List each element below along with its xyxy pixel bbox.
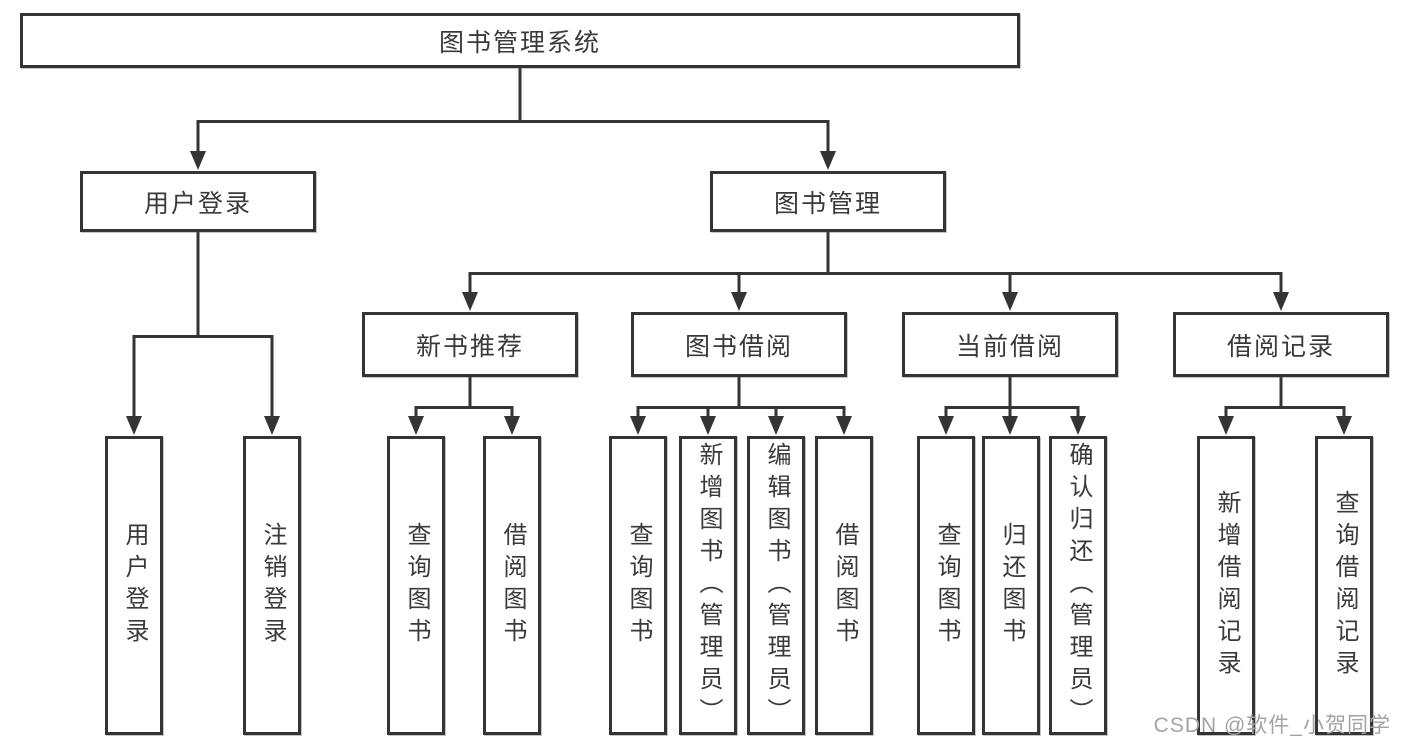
- csdn-watermark: CSDN @软件_小贺同学: [1153, 714, 1391, 737]
- arrow-down-icon: [504, 416, 520, 435]
- arrow-down-icon: [836, 416, 852, 435]
- leaf-query-books-current: 查询图书: [917, 436, 975, 735]
- leaf-borrow-books: 借阅图书: [815, 436, 873, 735]
- node-root-system: 图书管理系统: [20, 13, 1020, 68]
- arrow-down-icon: [190, 151, 206, 170]
- connector-records-split: [1224, 377, 1346, 418]
- leaf-logout: 注销登录: [243, 436, 301, 735]
- connector-current-split: [944, 377, 1080, 418]
- arrow-down-icon: [938, 416, 954, 435]
- node-book-management: 图书管理: [710, 171, 946, 232]
- arrow-down-icon: [768, 416, 784, 435]
- leaf-add-borrow-record: 新增借阅记录: [1197, 436, 1255, 735]
- leaf-edit-books-admin: 编辑图书（管理员）: [747, 436, 805, 735]
- arrow-down-icon: [700, 416, 716, 435]
- arrow-down-icon: [1070, 416, 1086, 435]
- leaf-confirm-return-admin: 确认归还（管理员）: [1049, 436, 1107, 735]
- leaf-borrow-books-recommend: 借阅图书: [483, 436, 541, 735]
- arrow-down-icon: [462, 292, 478, 311]
- leaf-user-login: 用户登录: [105, 436, 163, 735]
- connector-userlogin-split: [132, 231, 274, 418]
- node-borrow-records: 借阅记录: [1173, 312, 1389, 377]
- node-current-borrowing: 当前借阅: [902, 312, 1118, 377]
- arrow-down-icon: [264, 416, 280, 435]
- node-user-login: 用户登录: [80, 171, 316, 232]
- node-new-book-recommend: 新书推荐: [362, 312, 578, 377]
- node-book-borrowing: 图书借阅: [631, 312, 847, 377]
- leaf-query-borrow-record: 查询借阅记录: [1315, 436, 1373, 735]
- arrow-down-icon: [820, 151, 836, 170]
- arrow-down-icon: [408, 416, 424, 435]
- leaf-add-books-admin: 新增图书（管理员）: [679, 436, 737, 735]
- connector-root-split: [196, 68, 830, 153]
- arrow-down-icon: [1218, 416, 1234, 435]
- arrow-down-icon: [630, 416, 646, 435]
- leaf-query-books-borrowing: 查询图书: [609, 436, 667, 735]
- connector-newbook-split: [414, 377, 514, 418]
- leaf-query-books-recommend: 查询图书: [387, 436, 445, 735]
- arrow-down-icon: [731, 292, 747, 311]
- arrow-down-icon: [1002, 292, 1018, 311]
- arrow-down-icon: [126, 416, 142, 435]
- connector-borrow-split: [636, 377, 846, 418]
- arrow-down-icon: [1273, 292, 1289, 311]
- arrowheads: [126, 151, 1352, 435]
- connector-bookmgmt-split: [468, 232, 1283, 294]
- arrow-down-icon: [1002, 416, 1018, 435]
- arrow-down-icon: [1336, 416, 1352, 435]
- leaf-return-books: 归还图书: [982, 436, 1040, 735]
